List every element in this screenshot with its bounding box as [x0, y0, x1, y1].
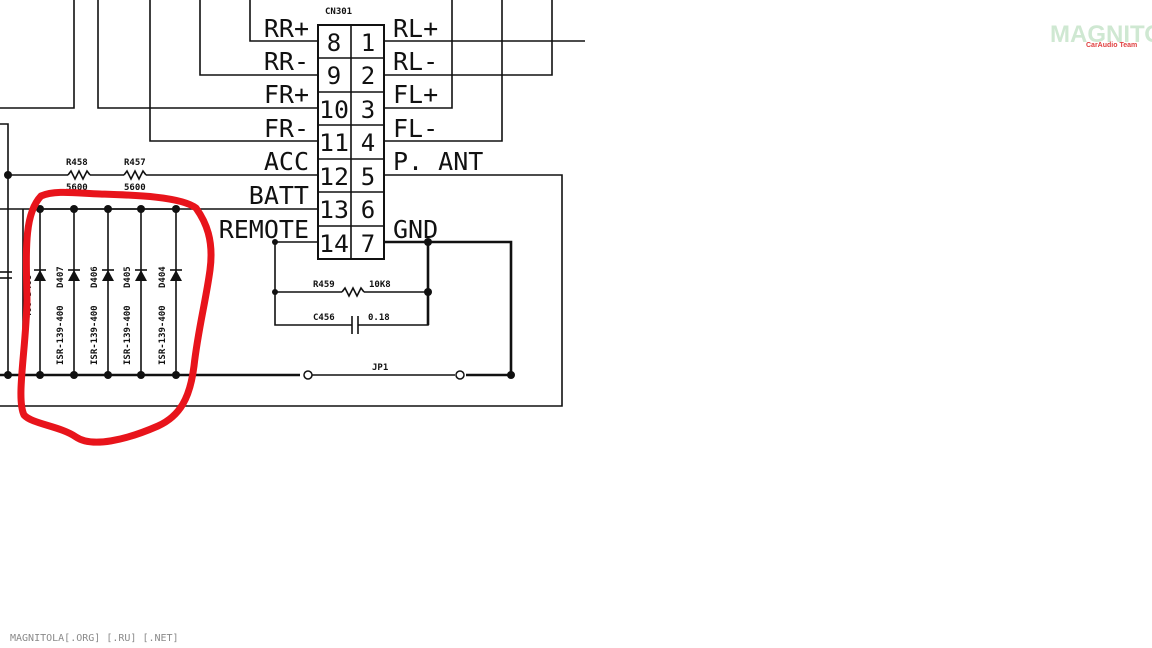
pin-label-batt: BATT: [249, 181, 309, 210]
resistor-labels: R458 5600 R457 5600 R459 10K8 C456 0.18: [66, 158, 391, 323]
pin-8-number: 8: [327, 29, 341, 57]
pin-5-number: 5: [361, 163, 375, 191]
pin-label-fr-plus: FR+: [264, 80, 309, 109]
pin-10-number: 10: [319, 96, 349, 124]
pin-2-number: 2: [361, 62, 375, 90]
watermark-sub-text: CarAudio Team: [1086, 42, 1137, 49]
footer-watermark: MAGNITOLA[.ORG] [.RU] [.NET]: [10, 633, 179, 644]
r459-value: 10K8: [369, 280, 391, 290]
diode-d405-part: ISR-139-400: [123, 305, 133, 365]
diode-d408-symbol: [34, 269, 46, 281]
diode-d404-ref: D404: [158, 266, 168, 288]
pin-label-rr-plus: RR+: [264, 14, 309, 43]
pin-11-number: 11: [319, 129, 349, 157]
r458-ref: R458: [66, 158, 88, 168]
r458-value: 5600: [66, 183, 88, 193]
diode-d405-ref: D405: [123, 266, 133, 288]
pin-14-number: 14: [319, 230, 349, 258]
pin-label-fr-minus: FR-: [264, 114, 309, 143]
connector-cn301: CN301 8 9 10 11 12 13 14 1 2 3 4 5 6 7 R…: [219, 7, 483, 260]
diode-d407-symbol: [68, 269, 80, 281]
connector-wires: [0, 0, 585, 407]
red-highlight-outline: [17, 188, 215, 446]
diode-d406-ref: D406: [90, 266, 100, 288]
pin-label-fl-plus: FL+: [393, 80, 438, 109]
pin-6-number: 6: [361, 196, 375, 224]
r459-ref: R459: [313, 280, 335, 290]
diode-d404-symbol: [170, 269, 182, 281]
junction-dots: [4, 171, 515, 379]
connector-ref: CN301: [325, 7, 352, 17]
pin-label-fl-minus: FL-: [393, 114, 438, 143]
diode-d407-part: ISR-139-400: [56, 305, 66, 365]
diode-d405-symbol: [135, 269, 147, 281]
pin-9-number: 9: [327, 62, 341, 90]
pin-label-rr-minus: RR-: [264, 47, 309, 76]
pin-12-number: 12: [319, 163, 349, 191]
c456-value: 0.18: [368, 313, 390, 323]
pin-label-rl-plus: RL+: [393, 14, 438, 43]
r457-ref: R457: [124, 158, 146, 168]
pin-label-acc: ACC: [264, 147, 309, 176]
pin-4-number: 4: [361, 129, 375, 157]
diode-d406-part: ISR-139-400: [90, 305, 100, 365]
pin-13-number: 13: [319, 196, 349, 224]
diode-d407-ref: D407: [56, 266, 66, 288]
c456-ref: C456: [313, 313, 335, 323]
pin-label-gnd: GND: [393, 215, 438, 244]
pin-label-rl-minus: RL-: [393, 47, 438, 76]
jumper-ref: JP1: [372, 363, 388, 373]
pin-1-number: 1: [361, 29, 375, 57]
pin-label-remote: REMOTE: [219, 215, 309, 244]
pin-3-number: 3: [361, 96, 375, 124]
diode-d404-part: ISR-139-400: [158, 305, 168, 365]
jumper-jp1: JP1: [303, 363, 465, 380]
pin-label-p-ant: P. ANT: [393, 147, 483, 176]
pin-7-number: 7: [361, 230, 375, 258]
watermark-logo: MAGNITOLA CarAudio Team: [1050, 21, 1152, 49]
diode-d406-symbol: [102, 269, 114, 281]
watermark-logo-text: MAGNITOLA: [1050, 21, 1152, 48]
r457-value: 5600: [124, 183, 146, 193]
